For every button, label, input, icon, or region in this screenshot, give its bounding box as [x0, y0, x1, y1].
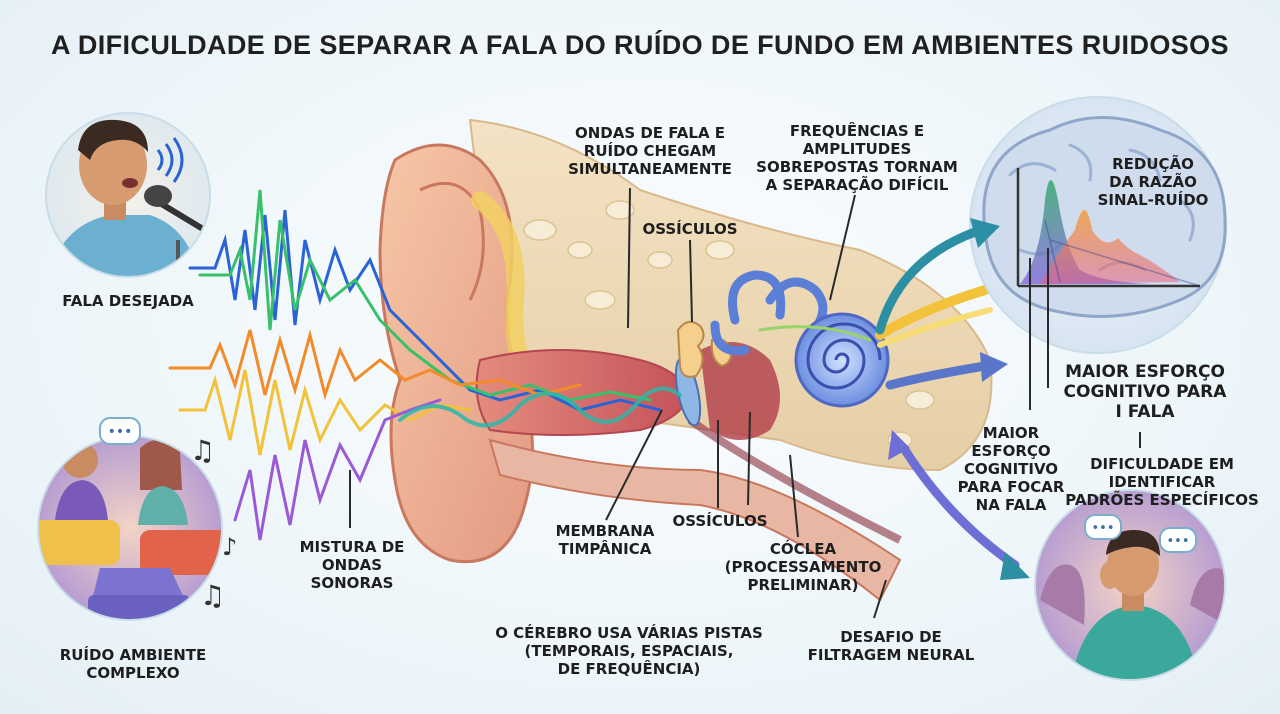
svg-text:•••: ••• [108, 424, 133, 440]
leader-lines [349, 187, 1141, 619]
speaker-person-icon [45, 112, 211, 278]
label-membrana: MEMBRANA TIMPÂNICA [555, 522, 655, 558]
label-maior-esforco-small: MAIOR ESFORÇO COGNITIVO PARA FOCAR NA FA… [957, 424, 1065, 514]
svg-text:•••: ••• [1091, 521, 1114, 536]
svg-text:♫: ♫ [200, 579, 225, 612]
label-frequencias: FREQUÊNCIAS E AMPLITUDES SOBREPOSTAS TOR… [756, 122, 958, 194]
label-maior-esforco-big: MAIOR ESFORÇO COGNITIVO PARA I FALA [1063, 362, 1227, 422]
speech-spectrum-area [1020, 180, 1150, 284]
distressed-listener-icon: ••• ••• [1034, 489, 1226, 681]
label-dificuldade: DIFICULDADE EM IDENTIFICAR PADRÕES ESPEC… [1065, 455, 1259, 509]
label-coclea: CÓCLEA (PROCESSAMENTO PRELIMINAR) [724, 540, 882, 594]
svg-text:♪: ♪ [222, 533, 237, 561]
sound-waves [168, 189, 682, 541]
ear-anatomy-icon [378, 118, 993, 602]
label-ossiculos-bottom: OSSÍCULOS [672, 512, 768, 530]
noisy-crowd-icon: ••• ♫ ♫ ♪ [37, 417, 237, 621]
svg-text:•••: ••• [1166, 534, 1189, 549]
flow-arrows [875, 218, 1030, 580]
label-ossiculos-top: OSSÍCULOS [642, 220, 738, 238]
label-fala-desejada: FALA DESEJADA [62, 292, 194, 310]
svg-text:♫: ♫ [190, 434, 215, 467]
label-desafio: DESAFIO DE FILTRAGEM NEURAL [807, 628, 975, 664]
label-ondas-fala: ONDAS DE FALA E RUÍDO CHEGAM SIMULTANEAM… [568, 124, 732, 178]
label-mistura: MISTURA DE ONDAS SONORAS [299, 538, 405, 592]
brain-icon [969, 96, 1227, 354]
noise-spectrum-area [1040, 210, 1180, 284]
page-title: A DIFICULDADE DE SEPARAR A FALA DO RUÍDO… [51, 30, 1229, 60]
label-ruido-ambiente: RUÍDO AMBIENTE COMPLEXO [59, 646, 207, 682]
label-cerebro-pistas: O CÉREBRO USA VÁRIAS PISTAS (TEMPORAIS, … [495, 624, 763, 678]
label-reducao: REDUÇÃO DA RAZÃO SINAL-RUÍDO [1097, 155, 1209, 209]
